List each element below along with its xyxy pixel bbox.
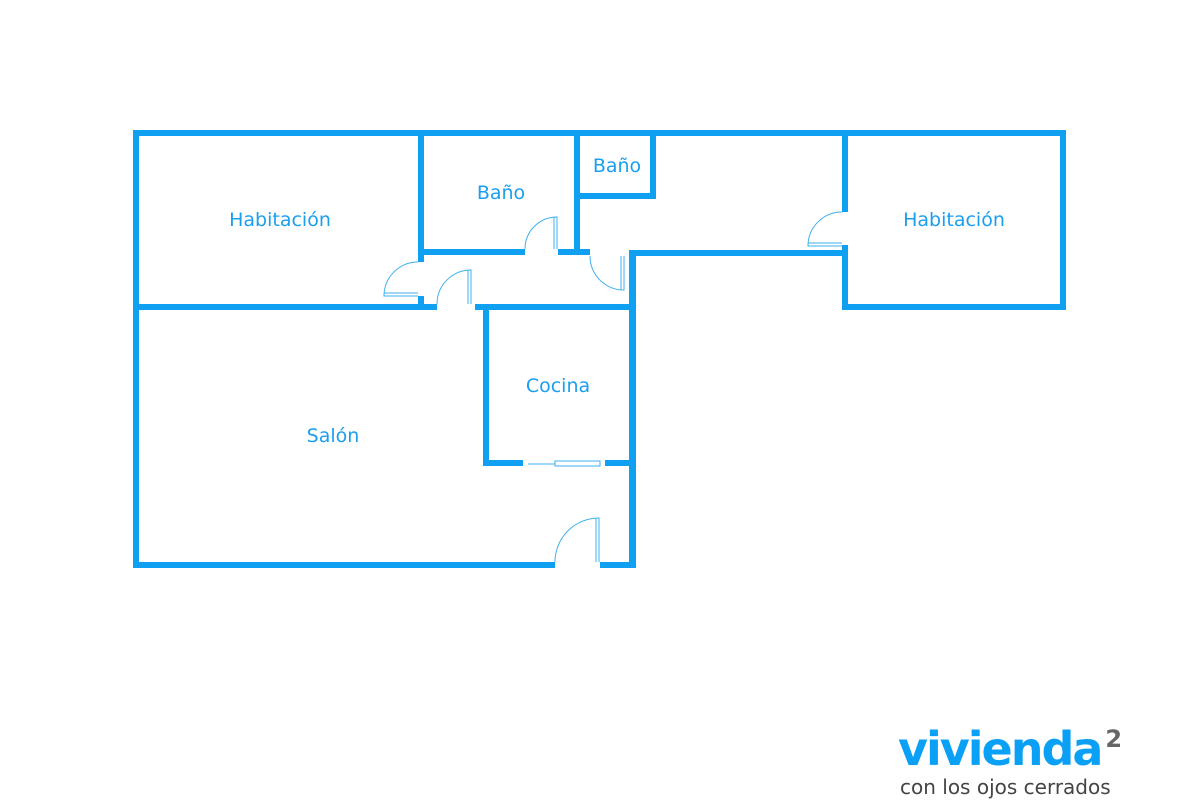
logo-superscript: 2: [1105, 725, 1123, 753]
walls: [133, 130, 1066, 568]
room-label-habitacion-right: Habitación: [903, 209, 1005, 231]
logo-wordmark: vivienda 2: [898, 724, 1122, 774]
room-label-bano-2: Baño: [592, 155, 642, 177]
logo-brand: vivienda: [898, 722, 1103, 776]
room-label-cocina: Cocina: [525, 375, 591, 397]
room-label-bano-1: Baño: [476, 182, 526, 204]
room-label-habitacion-left: Habitación: [229, 209, 331, 231]
doors: [383, 211, 843, 563]
brand-logo: vivienda 2 con los ojos cerrados: [898, 724, 1122, 798]
room-label-salon: Salón: [306, 425, 360, 447]
logo-tagline: con los ojos cerrados: [900, 775, 1111, 799]
